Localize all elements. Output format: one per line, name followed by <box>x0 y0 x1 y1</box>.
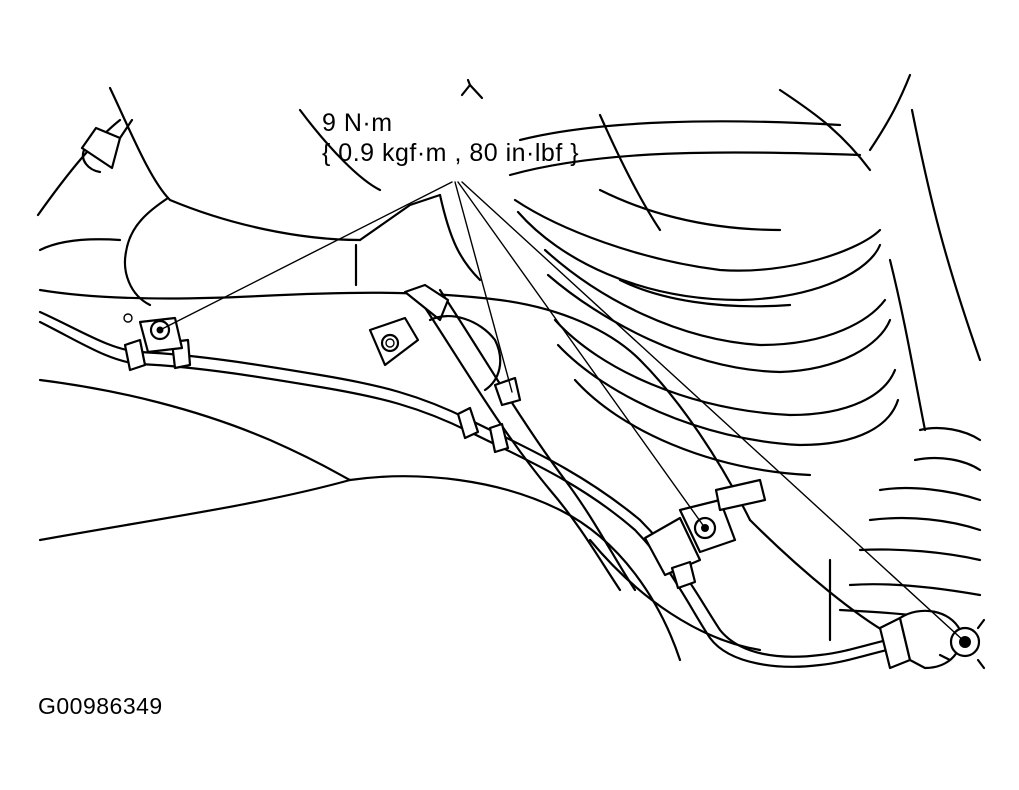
hose-fitting <box>80 118 134 174</box>
torque-value-alt-units: { 0.9 kgf·m , 80 in·lbf } <box>322 139 580 167</box>
right-body-structure <box>828 108 982 642</box>
torque-value-nm: 9 N·m <box>322 109 393 137</box>
abs-sensor-wire <box>38 310 912 668</box>
torque-leader-lines <box>159 181 966 643</box>
figure-code: G00986349 <box>38 693 163 719</box>
lower-lines <box>298 108 762 652</box>
wheel-speed-sensor <box>878 609 986 670</box>
upper-body-panel <box>36 86 442 307</box>
torque-callout: 9 N·m { 0.9 kgf·m , 80 in·lbf } <box>322 108 579 168</box>
brake-hose <box>368 283 637 592</box>
coil-spring <box>508 73 912 477</box>
arrow-mark-icon <box>460 78 484 100</box>
wire-clamp-right <box>643 478 767 590</box>
wire-clamp-left <box>123 313 192 372</box>
wire-clamp-middle <box>456 406 510 454</box>
